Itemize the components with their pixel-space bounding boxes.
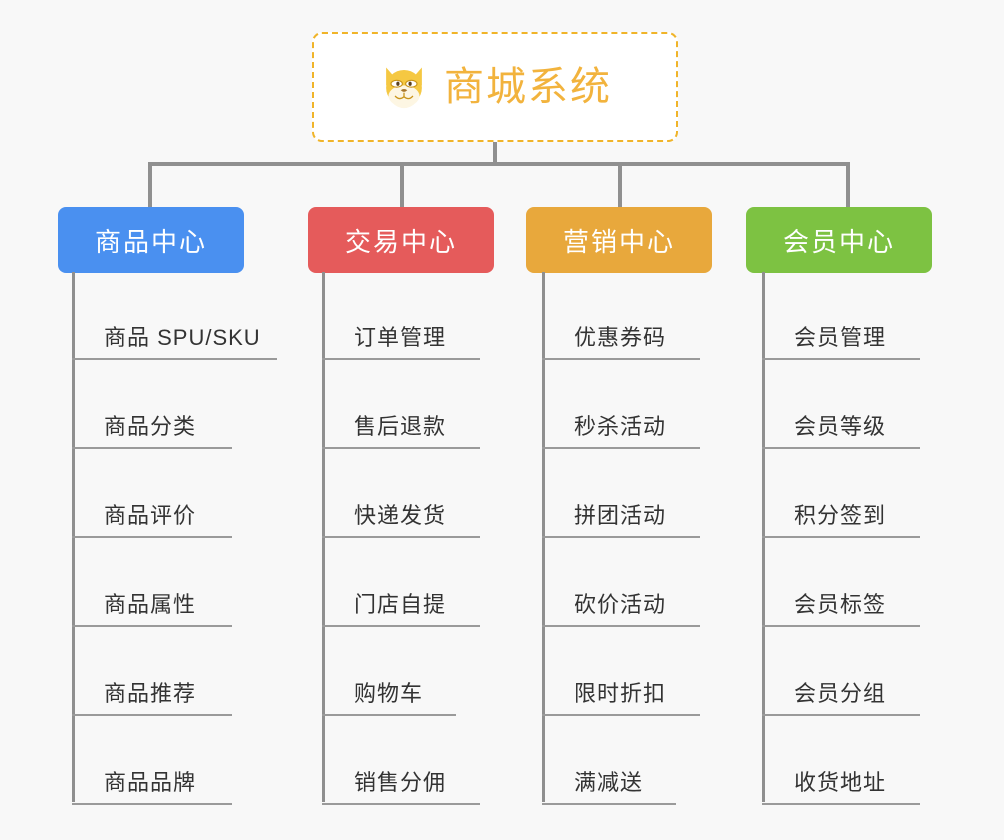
leaf-item[interactable]: 销售分佣 (322, 765, 480, 805)
branch-drop-line-2 (400, 162, 404, 207)
leaf-item[interactable]: 商品品牌 (72, 765, 232, 805)
leaf-item[interactable]: 订单管理 (322, 320, 480, 360)
leaf-item[interactable]: 积分签到 (762, 498, 920, 538)
leaf-item[interactable]: 秒杀活动 (542, 409, 700, 449)
branch-box-product[interactable]: 商品中心 (58, 207, 244, 273)
leaf-item[interactable]: 优惠券码 (542, 320, 700, 360)
branch-box-member[interactable]: 会员中心 (746, 207, 932, 273)
leaf-item[interactable]: 购物车 (322, 676, 456, 716)
branch-label: 会员中心 (782, 226, 895, 257)
branch-box-marketing[interactable]: 营销中心 (526, 207, 712, 273)
leaf-item[interactable]: 砍价活动 (542, 587, 700, 627)
leaf-item[interactable]: 商品评价 (72, 498, 232, 538)
branch-label: 营销中心 (562, 226, 675, 257)
leaf-item[interactable]: 门店自提 (322, 587, 480, 627)
branch-drop-line-1 (148, 162, 152, 207)
root-node[interactable]: 商城系统 (312, 32, 678, 142)
leaf-item[interactable]: 拼团活动 (542, 498, 700, 538)
leaf-item[interactable]: 商品属性 (72, 587, 232, 627)
leaf-item[interactable]: 商品推荐 (72, 676, 232, 716)
leaf-item[interactable]: 会员管理 (762, 320, 920, 360)
leaf-item[interactable]: 限时折扣 (542, 676, 700, 716)
branch-drop-line-4 (846, 162, 850, 207)
leaf-item[interactable]: 商品分类 (72, 409, 232, 449)
root-stem-line (493, 142, 497, 164)
branch-bus-line (150, 162, 850, 166)
leaf-item[interactable]: 收货地址 (762, 765, 920, 805)
branch-label: 交易中心 (344, 226, 457, 257)
branch-label: 商品中心 (94, 226, 207, 257)
leaf-item[interactable]: 会员分组 (762, 676, 920, 716)
root-title: 商城系统 (444, 65, 612, 109)
shiba-dog-icon (386, 67, 422, 109)
leaf-item[interactable]: 满减送 (542, 765, 676, 805)
branch-drop-line-3 (618, 162, 622, 207)
leaf-item[interactable]: 商品 SPU/SKU (72, 320, 277, 360)
leaf-item[interactable]: 快递发货 (322, 498, 480, 538)
leaf-item[interactable]: 会员标签 (762, 587, 920, 627)
branch-box-trade[interactable]: 交易中心 (308, 207, 494, 273)
leaf-item[interactable]: 会员等级 (762, 409, 920, 449)
leaf-item[interactable]: 售后退款 (322, 409, 480, 449)
